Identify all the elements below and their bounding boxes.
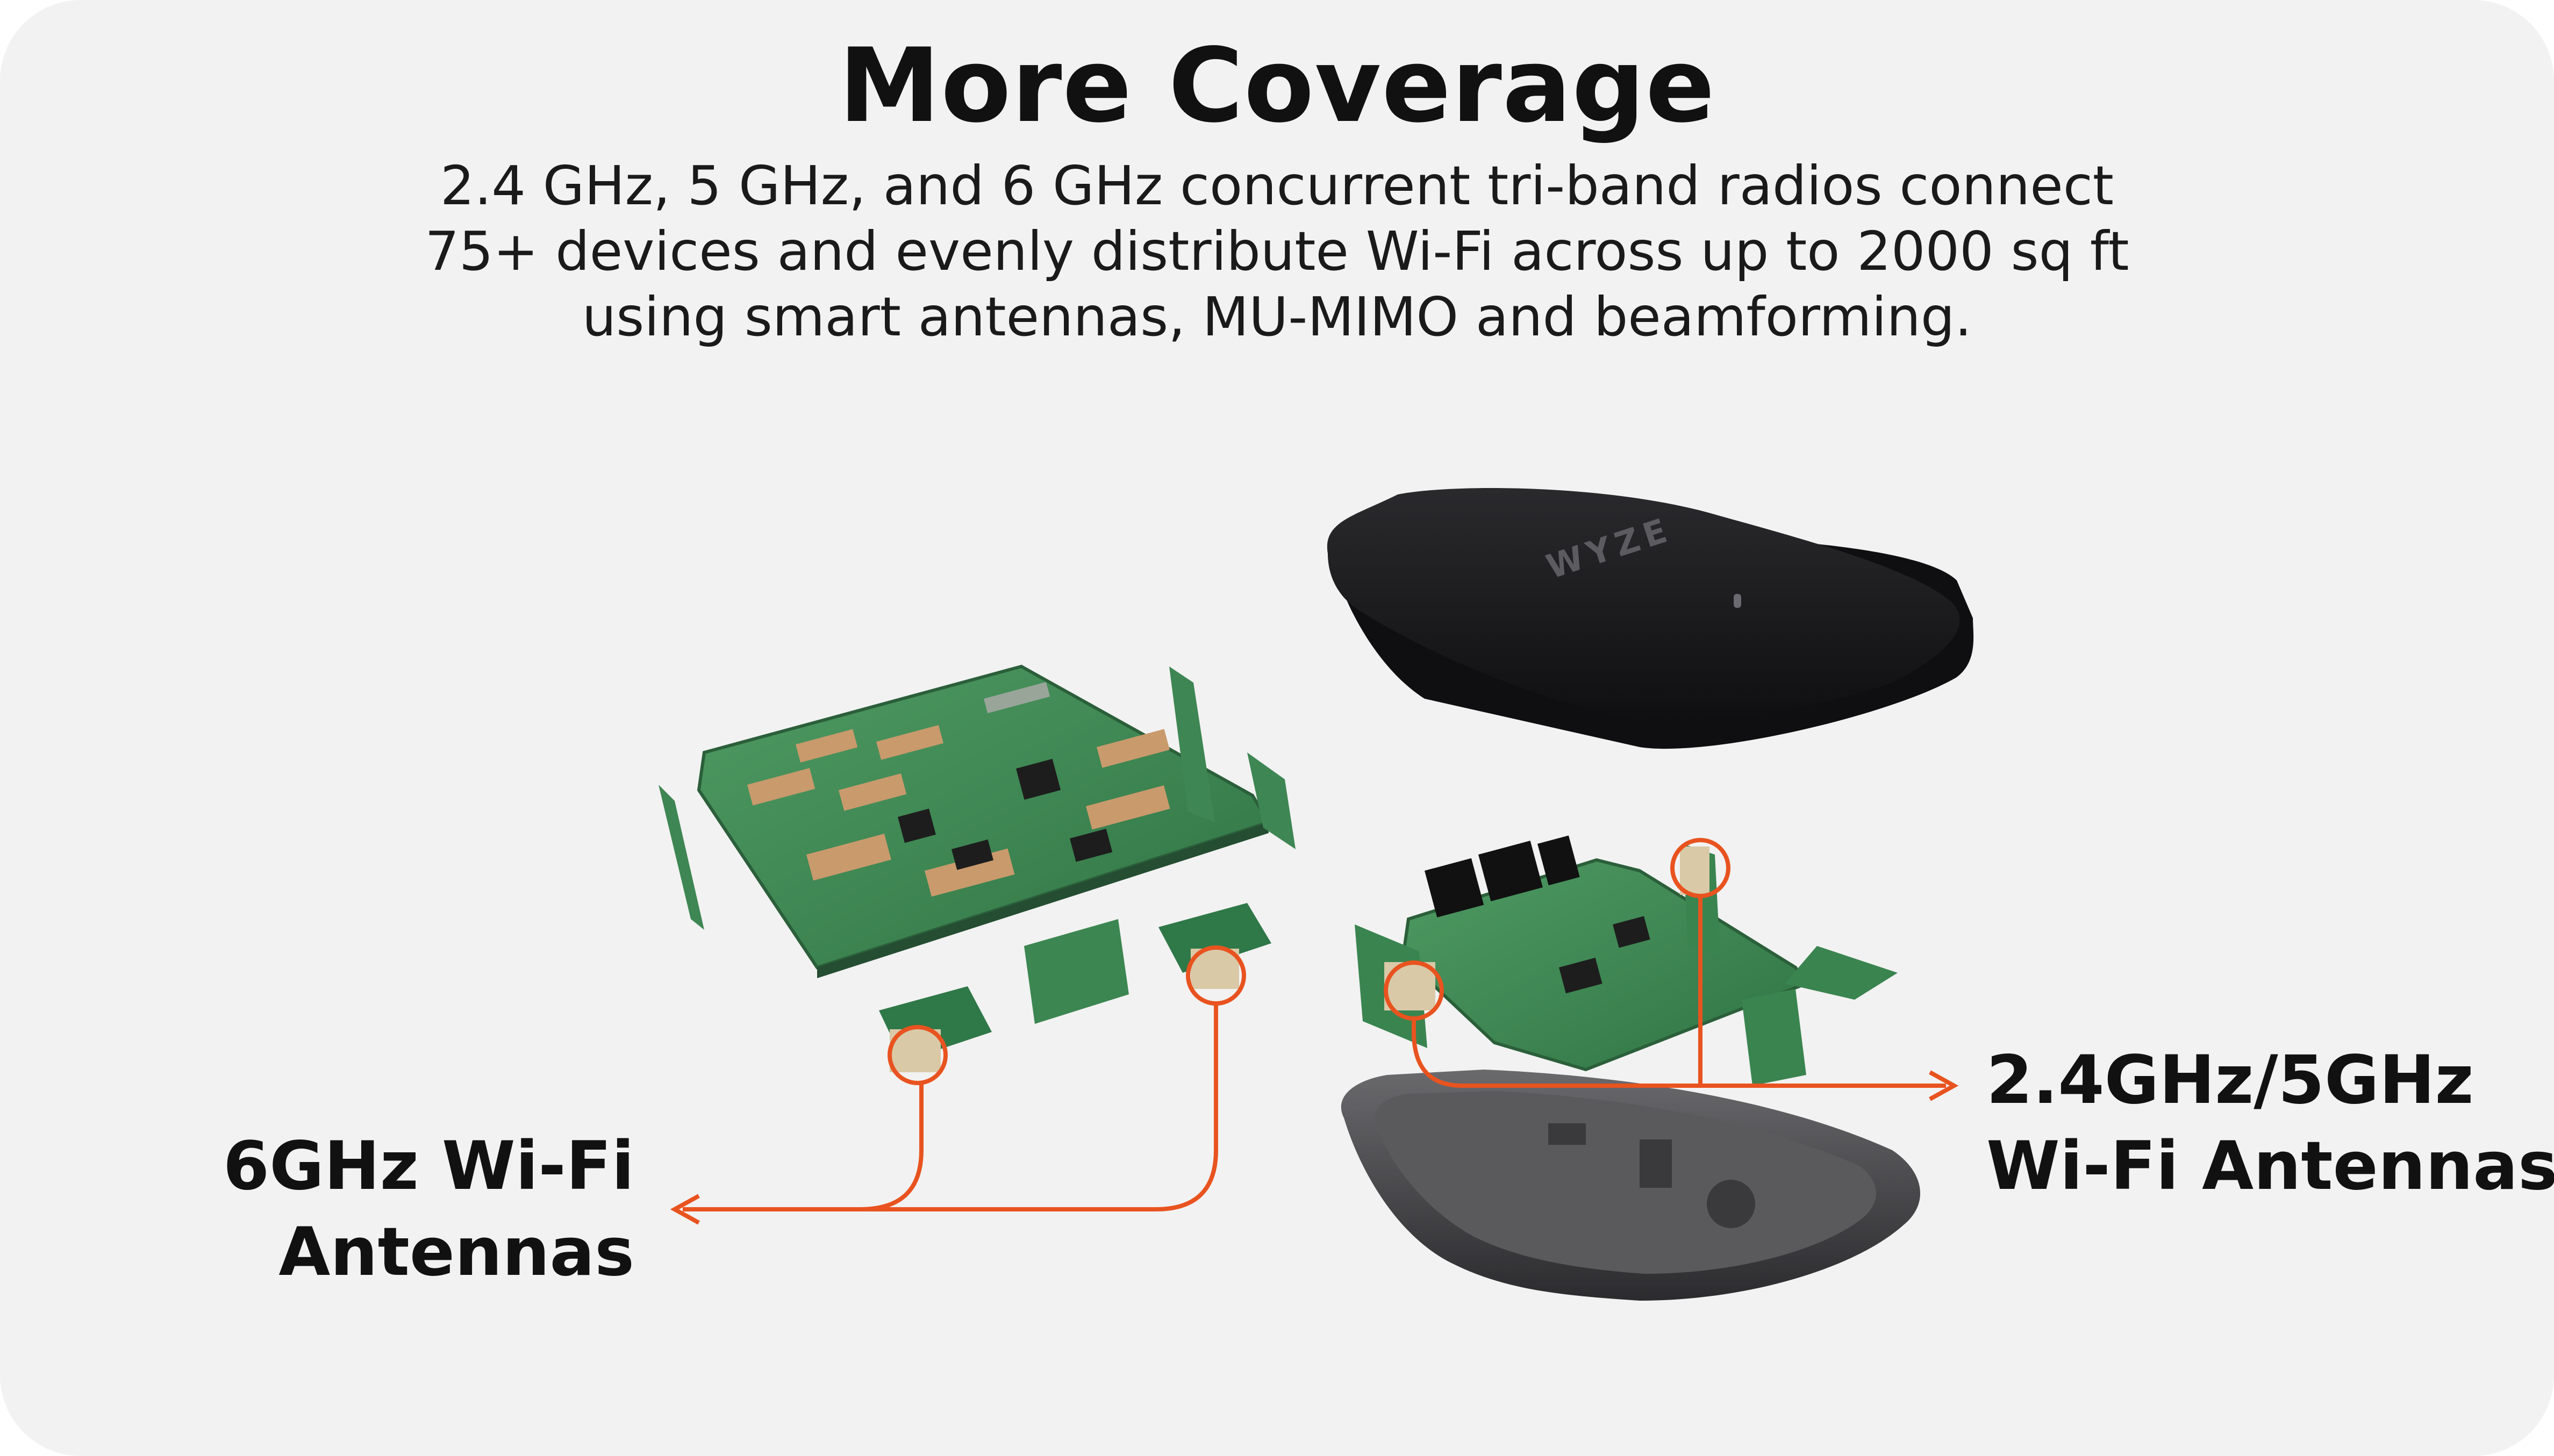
callout-label-24-5ghz: 2.4GHz/5GHz Wi-Fi Antennas <box>1986 1037 2554 1209</box>
antenna-6ghz-2 <box>1158 903 1271 973</box>
status-led-icon <box>1734 594 1741 608</box>
right-pcb-board <box>1401 835 1809 1072</box>
callout-label-24-5ghz-line2: Wi-Fi Antennas <box>1986 1128 2554 1205</box>
antenna-left-right <box>1247 752 1296 849</box>
description-line-1: 2.4 GHz, 5 GHz, and 6 GHz concurrent tri… <box>440 154 2114 217</box>
callout-label-6ghz: 6GHz Wi-Fi Antennas <box>194 1123 634 1295</box>
antenna-right-side <box>1785 946 1898 1000</box>
router-lid: WYZE <box>1327 488 1974 749</box>
callout-lines <box>670 838 1959 1225</box>
callout-label-6ghz-line1: 6GHz Wi-Fi <box>223 1128 634 1205</box>
description-line-3: using smart antennas, MU-MIMO and beamfo… <box>582 285 1972 348</box>
left-pcb-board <box>697 664 1271 978</box>
router-base-tray <box>1341 1070 1921 1301</box>
callout-label-6ghz-line2: Antennas <box>278 1214 634 1291</box>
callout-ring-6ghz-1 <box>888 1025 948 1085</box>
antenna-right-front <box>1742 989 1806 1086</box>
antenna-left-back <box>1169 666 1215 822</box>
page-title: More Coverage <box>839 26 1715 145</box>
callout-label-24-5ghz-line1: 2.4GHz/5GHz <box>1986 1042 2474 1119</box>
feature-description: 2.4 GHz, 5 GHz, and 6 GHz concurrent tri… <box>323 153 2231 350</box>
antenna-left-edge <box>659 785 704 930</box>
description-line-2: 75+ devices and evenly distribute Wi-Fi … <box>425 220 2129 283</box>
antenna-center <box>1024 919 1129 1024</box>
